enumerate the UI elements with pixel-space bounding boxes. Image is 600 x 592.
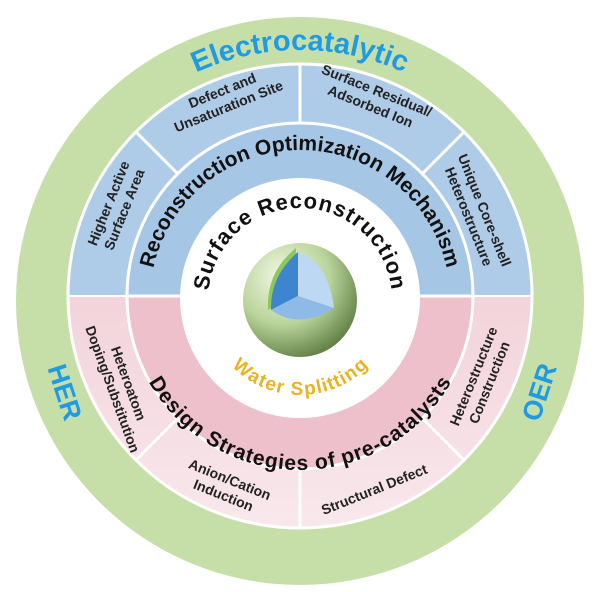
sphere-icon bbox=[243, 243, 357, 357]
